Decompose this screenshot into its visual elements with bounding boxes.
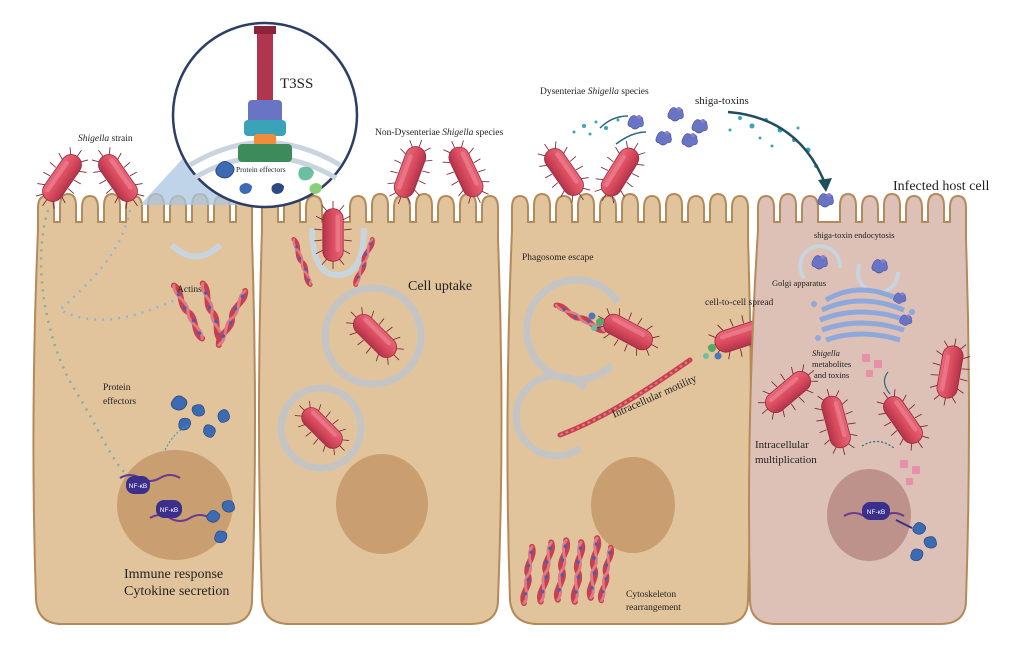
nfkb-complex-1: NF-κB NF-κB xyxy=(119,474,238,545)
membrane-invagination xyxy=(169,242,223,260)
vacuole xyxy=(321,284,425,388)
label-shigella-metabolites-1: Shigella xyxy=(812,348,840,358)
label-shiga-toxin-endocytosis: shiga-toxin endocytosis xyxy=(814,230,895,240)
label-cell-to-cell-spread: cell-to-cell spread xyxy=(705,298,774,308)
cell-2-host-epithelial xyxy=(258,192,503,625)
endocytic-vesicle xyxy=(798,244,843,280)
arrow xyxy=(599,115,629,129)
cell-3-host-epithelial xyxy=(506,192,783,625)
label-shigella-metabolites-2: metabolites xyxy=(812,359,851,369)
label-infected-host-cell: Infected host cell xyxy=(893,179,990,194)
label-golgi-apparatus: Golgi apparatus xyxy=(772,278,826,288)
arrowhead xyxy=(818,178,832,192)
secretion-path xyxy=(57,209,176,321)
label-actins: Actins xyxy=(177,285,202,295)
phagosome-remnant xyxy=(588,312,604,331)
nfkb-label: NF-κB xyxy=(867,509,885,516)
label-cell-uptake: Cell uptake xyxy=(408,279,472,294)
cell-4-infected-host: NF-κB xyxy=(748,192,975,625)
label-shigella-metabolites-3: and toxins xyxy=(814,370,849,380)
label-protein-effectors-2: effectors xyxy=(103,396,136,407)
nucleus-3 xyxy=(591,457,675,553)
toxin-flow-arrow xyxy=(727,110,828,187)
protrusion-proteins xyxy=(703,344,722,360)
metabolites-and-toxins xyxy=(862,354,920,485)
label-cytoskeleton-2: rearrangement xyxy=(626,603,681,613)
label-intracellular-multiplication-2: multiplication xyxy=(755,454,817,466)
toxin-particles xyxy=(572,116,818,168)
phagosome xyxy=(512,372,588,460)
label-phagosome-escape: Phagosome escape xyxy=(522,253,594,263)
label-cytoskeleton-1: Cytoskeleton xyxy=(626,590,676,600)
label-immune-response: Immune response xyxy=(124,567,223,582)
label-dysenteriae: Dysenteriae Shigella species xyxy=(540,87,649,97)
golgi-apparatus xyxy=(811,287,915,343)
actin-tail xyxy=(559,359,691,436)
t3ss-inset xyxy=(171,21,359,209)
label-t3ss: T3SS xyxy=(280,76,313,92)
vacuole xyxy=(277,384,365,472)
label-shigella-strain: Shigella strain xyxy=(78,134,133,144)
shiga-toxins-cluster xyxy=(627,106,834,208)
label-non-dysenteriae: Non-Dysenteriae Shigella species xyxy=(375,128,504,138)
label-shiga-toxins: shiga-toxins xyxy=(695,95,749,107)
nfkb-label: NF-κB xyxy=(160,507,178,514)
label-intracellular-multiplication-1: Intracellular xyxy=(755,439,809,451)
label-cytokine-secretion: Cytokine secretion xyxy=(124,584,229,599)
inset-protein-effectors xyxy=(215,160,322,194)
arrow xyxy=(615,131,647,145)
arrow xyxy=(861,440,895,449)
cell-1-host-epithelial: NF-κB NF-κB xyxy=(32,192,256,625)
label-inset-protein-effectors: Protein effectors xyxy=(236,165,286,174)
label-protein-effectors-1: Protein xyxy=(103,383,131,393)
uptake-membrane xyxy=(309,227,367,279)
nucleus-2 xyxy=(336,454,428,554)
protein-effectors-cluster xyxy=(164,395,233,451)
nfkb-complex-4: NF-κB xyxy=(843,502,940,563)
bacterium-dysenteriae xyxy=(585,132,655,212)
nfkb-label: NF-κB xyxy=(129,483,147,490)
arrow xyxy=(883,371,891,395)
